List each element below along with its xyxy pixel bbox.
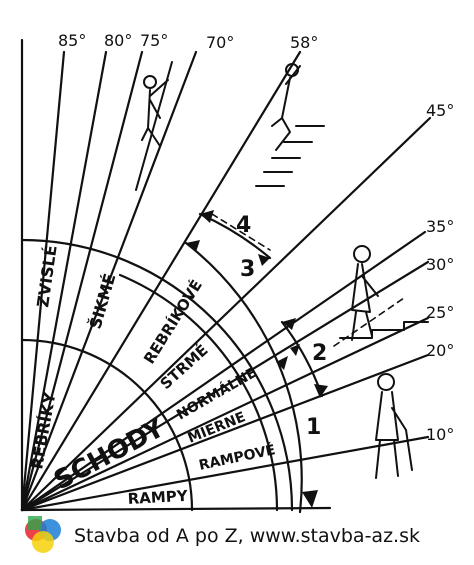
- angle-line-70: [20, 50, 198, 512]
- arrow-head: [314, 384, 328, 398]
- normal-stair-figure: [339, 245, 429, 341]
- range-number-3: 3: [240, 257, 255, 282]
- angle-label-10: 10°: [426, 425, 454, 444]
- angle-line-85: [20, 50, 66, 512]
- arrow-head: [290, 344, 300, 356]
- angle-line-58: [20, 50, 302, 512]
- angle-label-75: 75°: [140, 31, 168, 50]
- base-line: [20, 506, 332, 512]
- angle-line-75: [20, 50, 144, 512]
- angle-label-30: 30°: [426, 255, 454, 274]
- range-number-1: 1: [306, 415, 321, 440]
- label-rampy: RAMPY: [127, 487, 189, 508]
- steep-stair-figure: [255, 63, 325, 187]
- ramp-walker-figure: [375, 373, 413, 479]
- range-number-2: 2: [312, 341, 327, 366]
- angle-label-45: 45°: [426, 101, 454, 120]
- angle-line-10: [20, 435, 430, 512]
- arrow-head: [200, 210, 214, 223]
- angle-line-45: [20, 116, 432, 512]
- angle-label-35: 35°: [426, 217, 454, 236]
- angle-line-35: [20, 230, 427, 512]
- label-rampove: RAMPOVÉ: [197, 441, 277, 474]
- angle-line-30: [20, 260, 430, 512]
- angle-label-20: 20°: [426, 341, 454, 360]
- footer: Stavba od A po Z, www.stavba-az.sk: [22, 516, 462, 556]
- outer-arc: [20, 238, 294, 512]
- angle-label-58: 58°: [290, 33, 318, 52]
- inner-arc: [20, 338, 194, 512]
- angle-label-85: 85°: [58, 31, 86, 50]
- middle-arc: [118, 273, 279, 512]
- label-zvisle: ZVISLÉ: [33, 244, 61, 309]
- logo-icon: [25, 516, 61, 553]
- arrow-head: [276, 356, 288, 370]
- arrow-head: [282, 318, 296, 330]
- angle-line-80: [20, 50, 108, 512]
- angle-line-25: [20, 316, 430, 512]
- dashed-guide: [211, 213, 271, 251]
- angle-label-80: 80°: [104, 31, 132, 50]
- arrow-head: [258, 254, 270, 266]
- label-sikme: ŠIKMÉ: [86, 271, 120, 331]
- angle-line-20: [20, 353, 430, 512]
- angle-label-25: 25°: [426, 303, 454, 322]
- ladder-climber-figure: [135, 61, 173, 191]
- dashed-guide: [333, 297, 405, 347]
- arrow-head: [186, 240, 200, 252]
- angle-label-70: 70°: [206, 33, 234, 52]
- footer-text[interactable]: Stavba od A po Z, www.stavba-az.sk: [74, 525, 420, 547]
- arrow-head: [302, 490, 318, 508]
